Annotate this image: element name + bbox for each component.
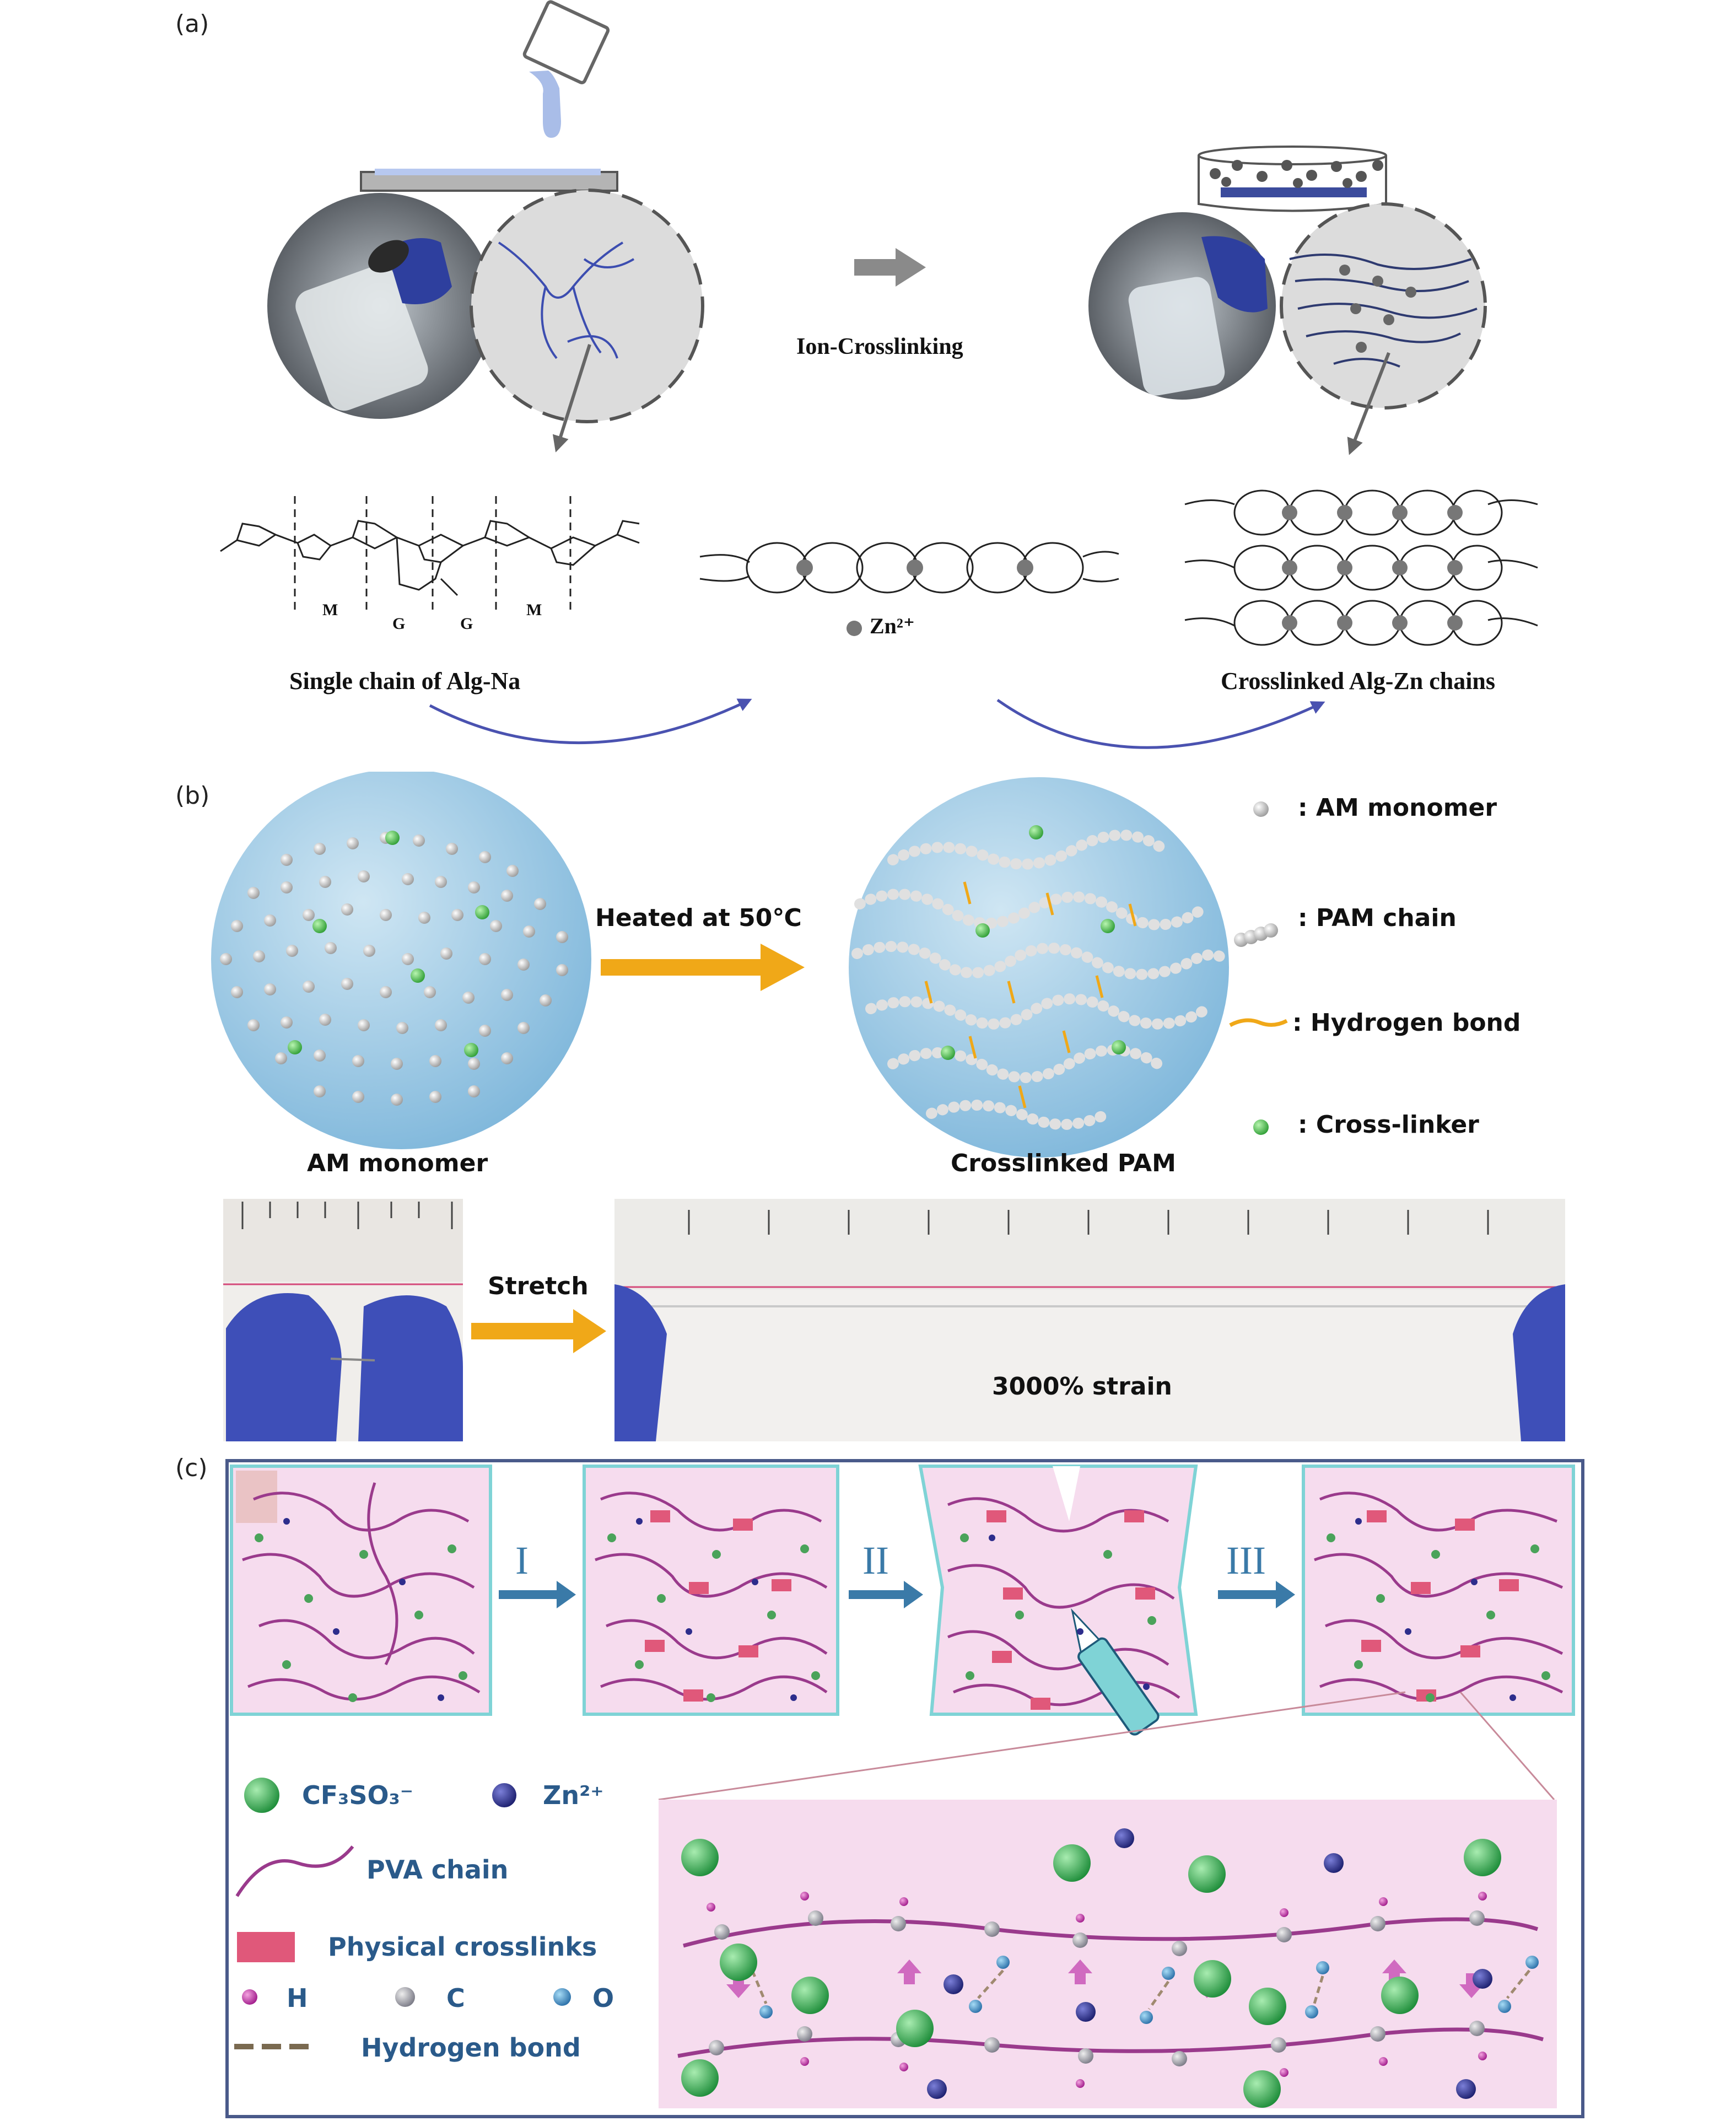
scalpel-icon [1071, 1608, 1160, 1736]
residue-g2: G [460, 615, 473, 633]
stretch-label: Stretch [488, 1272, 589, 1300]
panel-c-label: (c) [175, 1454, 208, 1482]
panel-a-graphics [220, 0, 1538, 749]
zn-ions-chain [796, 559, 1033, 576]
alg-na-zoom-circle [470, 189, 704, 453]
legend-h-label: H [287, 1983, 308, 2013]
legend-h-icon [242, 1989, 257, 2005]
hydrogel-box-1 [230, 1465, 492, 1716]
legend-pva-chain-icon [235, 1845, 354, 1897]
legend-zn-icon [492, 1783, 516, 1807]
curved-arrow-right [996, 698, 1325, 749]
legend-am-monomer-label: : AM monomer [1298, 794, 1497, 822]
ion-crosslinking-label: Ion-Crosslinking [796, 334, 963, 359]
legend-c-label: C [446, 1983, 465, 2013]
zn-ions-network [1282, 505, 1463, 631]
crosslinked-pam-circle [849, 777, 1229, 1158]
zn-legend-dot [847, 621, 862, 636]
stretch-photo-after [614, 1199, 1565, 1441]
residue-m2: M [526, 601, 542, 619]
vial-photo-left [267, 193, 493, 419]
legend-cf3so3-icon [244, 1778, 279, 1813]
step-label-2: II [862, 1538, 889, 1582]
curved-arrow-left [429, 698, 752, 744]
process-arrow [854, 248, 926, 287]
beaker-icon [522, 0, 610, 138]
legend-am-monomer-icon [1253, 801, 1269, 817]
heated-label: Heated at 50℃ [595, 904, 802, 932]
step-arrow-3 [1218, 1581, 1295, 1608]
panel-c-graphics [225, 1459, 1584, 2118]
heated-arrow [601, 944, 805, 991]
strain-label: 3000% strain [992, 1372, 1172, 1401]
residue-m1: M [322, 601, 338, 619]
legend-zn-label: Zn²⁺ [543, 1780, 604, 1810]
panel-b-graphics [211, 772, 1565, 1441]
legend-pam-chain-label: : PAM chain [1298, 904, 1457, 932]
crosslinked-pam-caption: Crosslinked PAM [951, 1149, 1176, 1177]
legend-hbond-label: Hydrogen bond [361, 2033, 581, 2063]
hydrogel-box-2 [583, 1465, 839, 1716]
casting-tray [360, 169, 618, 192]
legend-o-label: O [592, 1983, 614, 2013]
stretch-arrow [471, 1309, 606, 1353]
legend-o-icon [553, 1988, 571, 2006]
legend-c-icon [395, 1987, 415, 2007]
legend-hydrogen-bond-label: : Hydrogen bond [1292, 1009, 1521, 1037]
am-monomer-circle [211, 772, 591, 1149]
single-chain-caption: Single chain of Alg-Na [289, 667, 521, 695]
am-monomer-caption: AM monomer [307, 1149, 488, 1177]
crosslinked-network [1184, 489, 1538, 646]
zn-label: Zn²⁺ [870, 613, 915, 638]
legend-cross-linker-icon [1253, 1119, 1269, 1135]
alg-na-structure [220, 496, 640, 615]
step-label-3: III [1226, 1538, 1266, 1582]
panel-b-label: (b) [175, 782, 210, 810]
alg-zn-zoom-circle [1280, 202, 1487, 455]
legend-physical-crosslinks-label: Physical crosslinks [328, 1932, 597, 1962]
panel-a-label: (a) [175, 10, 209, 38]
legend-hydrogen-bond-icon [1229, 1018, 1288, 1027]
legend-cross-linker-label: : Cross-linker [1298, 1111, 1479, 1139]
legend-physical-crosslinks-icon [237, 1932, 295, 1962]
legend-pva-chain-label: PVA chain [366, 1855, 509, 1885]
step-arrow-1 [499, 1581, 576, 1608]
hydrogel-box-3 [918, 1465, 1198, 1736]
legend-pam-chain-icon [1234, 923, 1278, 947]
step-arrow-2 [849, 1581, 923, 1608]
petri-dish [1198, 146, 1387, 212]
hydrogel-box-4 [1302, 1465, 1575, 1716]
residue-g1: G [392, 615, 406, 633]
stretch-photo-before [223, 1199, 463, 1441]
molecular-zoom-box [659, 1800, 1557, 2108]
step-label-1: I [515, 1538, 529, 1582]
legend-cf3so3-label: CF₃SO₃⁻ [302, 1780, 413, 1810]
vial-photo-right [1088, 212, 1276, 400]
crosslinked-caption: Crosslinked Alg-Zn chains [1221, 667, 1496, 695]
